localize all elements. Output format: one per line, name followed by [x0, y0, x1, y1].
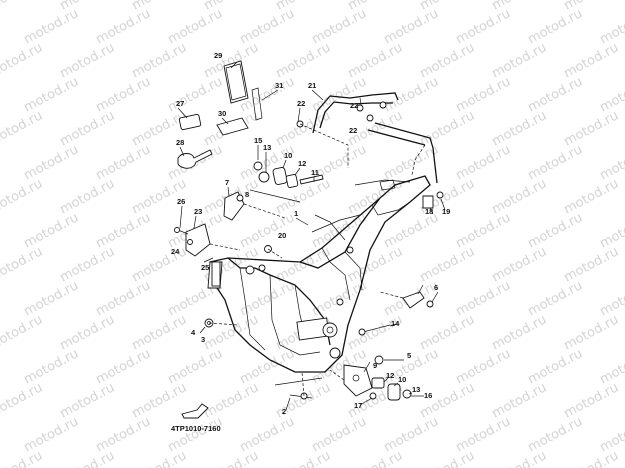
bracket-23 [185, 223, 211, 257]
callout-8: 8 [245, 190, 249, 199]
label-31 [251, 87, 263, 121]
bracket-6 [402, 291, 425, 309]
callout-14: 14 [391, 319, 400, 328]
callout-26: 26 [177, 197, 185, 206]
holder-30 [216, 117, 249, 136]
callout-13: 13 [412, 385, 420, 394]
callout-leaders [177, 61, 446, 411]
callout-11: 11 [311, 168, 319, 177]
callout-24: 24 [171, 247, 180, 256]
callout-21: 21 [308, 81, 316, 90]
cover-25 [211, 261, 221, 287]
direction-logo [181, 403, 209, 419]
callout-23: 23 [194, 207, 202, 216]
callout-10: 10 [284, 151, 292, 160]
diagram-code: 4TP1010-7160 [171, 424, 221, 433]
callout-31: 31 [275, 81, 283, 90]
callout-29: 29 [214, 51, 222, 60]
callout-9: 9 [373, 361, 377, 370]
nut-18 [422, 195, 434, 209]
bolt-8 [236, 194, 244, 202]
callout-2: 2 [282, 407, 286, 416]
callout-18: 18 [425, 207, 433, 216]
callout-19: 19 [442, 207, 450, 216]
callout-15: 15 [254, 136, 262, 145]
callout-4: 4 [191, 328, 196, 337]
callout-6: 6 [434, 283, 438, 292]
bolt-14 [362, 324, 391, 333]
upper-mount-parts [253, 161, 324, 188]
callout-22: 22 [349, 126, 357, 135]
rear-subframe [312, 92, 399, 134]
callout-12: 12 [298, 159, 306, 168]
callout-3: 3 [201, 335, 205, 344]
callout-7: 7 [225, 178, 229, 187]
callout-13: 13 [263, 143, 271, 152]
callout-28: 28 [176, 138, 184, 147]
callout-20: 20 [278, 231, 286, 240]
callout-25: 25 [201, 263, 209, 272]
callout-22: 22 [297, 99, 305, 108]
callout-10: 10 [398, 375, 406, 384]
cross-member [296, 104, 438, 184]
wrench-28 [177, 149, 213, 169]
callout-5: 5 [407, 351, 411, 360]
callout-22: 22 [350, 101, 358, 110]
callout-17: 17 [354, 401, 362, 410]
pad-27 [178, 113, 202, 131]
callout-12: 12 [386, 371, 394, 380]
callout-1: 1 [294, 209, 298, 218]
callout-27: 27 [176, 99, 184, 108]
callout-30: 30 [218, 109, 226, 118]
plate-29 [223, 60, 249, 104]
callout-16: 16 [424, 391, 432, 400]
